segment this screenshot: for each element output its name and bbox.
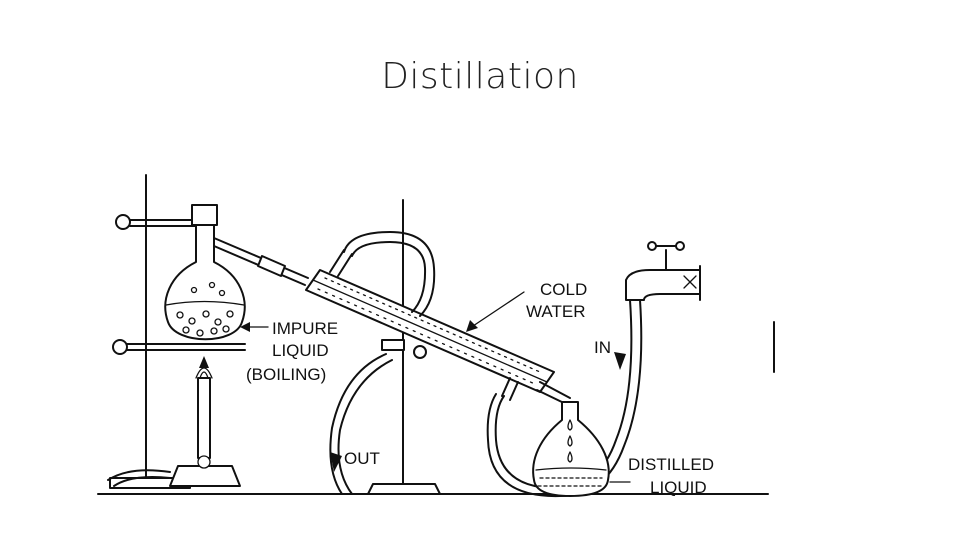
- water-tap: [625, 241, 775, 373]
- slide-title: Distillation: [381, 56, 579, 97]
- label-boiling: (BOILING): [246, 365, 326, 384]
- label-in: IN: [594, 338, 611, 357]
- middle-ring-stand: [367, 199, 441, 495]
- label-impure: IMPURE: [272, 319, 338, 338]
- label-out: OUT: [344, 449, 380, 468]
- label-cold: COLD: [540, 280, 587, 299]
- label-leaders: [199, 291, 631, 483]
- label-water: WATER: [526, 302, 586, 321]
- bunsen-burner: [107, 367, 241, 487]
- label-liquid: LIQUID: [272, 341, 329, 360]
- label-distilled-liquid: LIQUID: [650, 478, 707, 497]
- boiling-flask: [164, 204, 309, 341]
- label-distilled: DISTILLED: [628, 455, 714, 474]
- condenser: [305, 249, 571, 405]
- collecting-flask: [532, 401, 610, 497]
